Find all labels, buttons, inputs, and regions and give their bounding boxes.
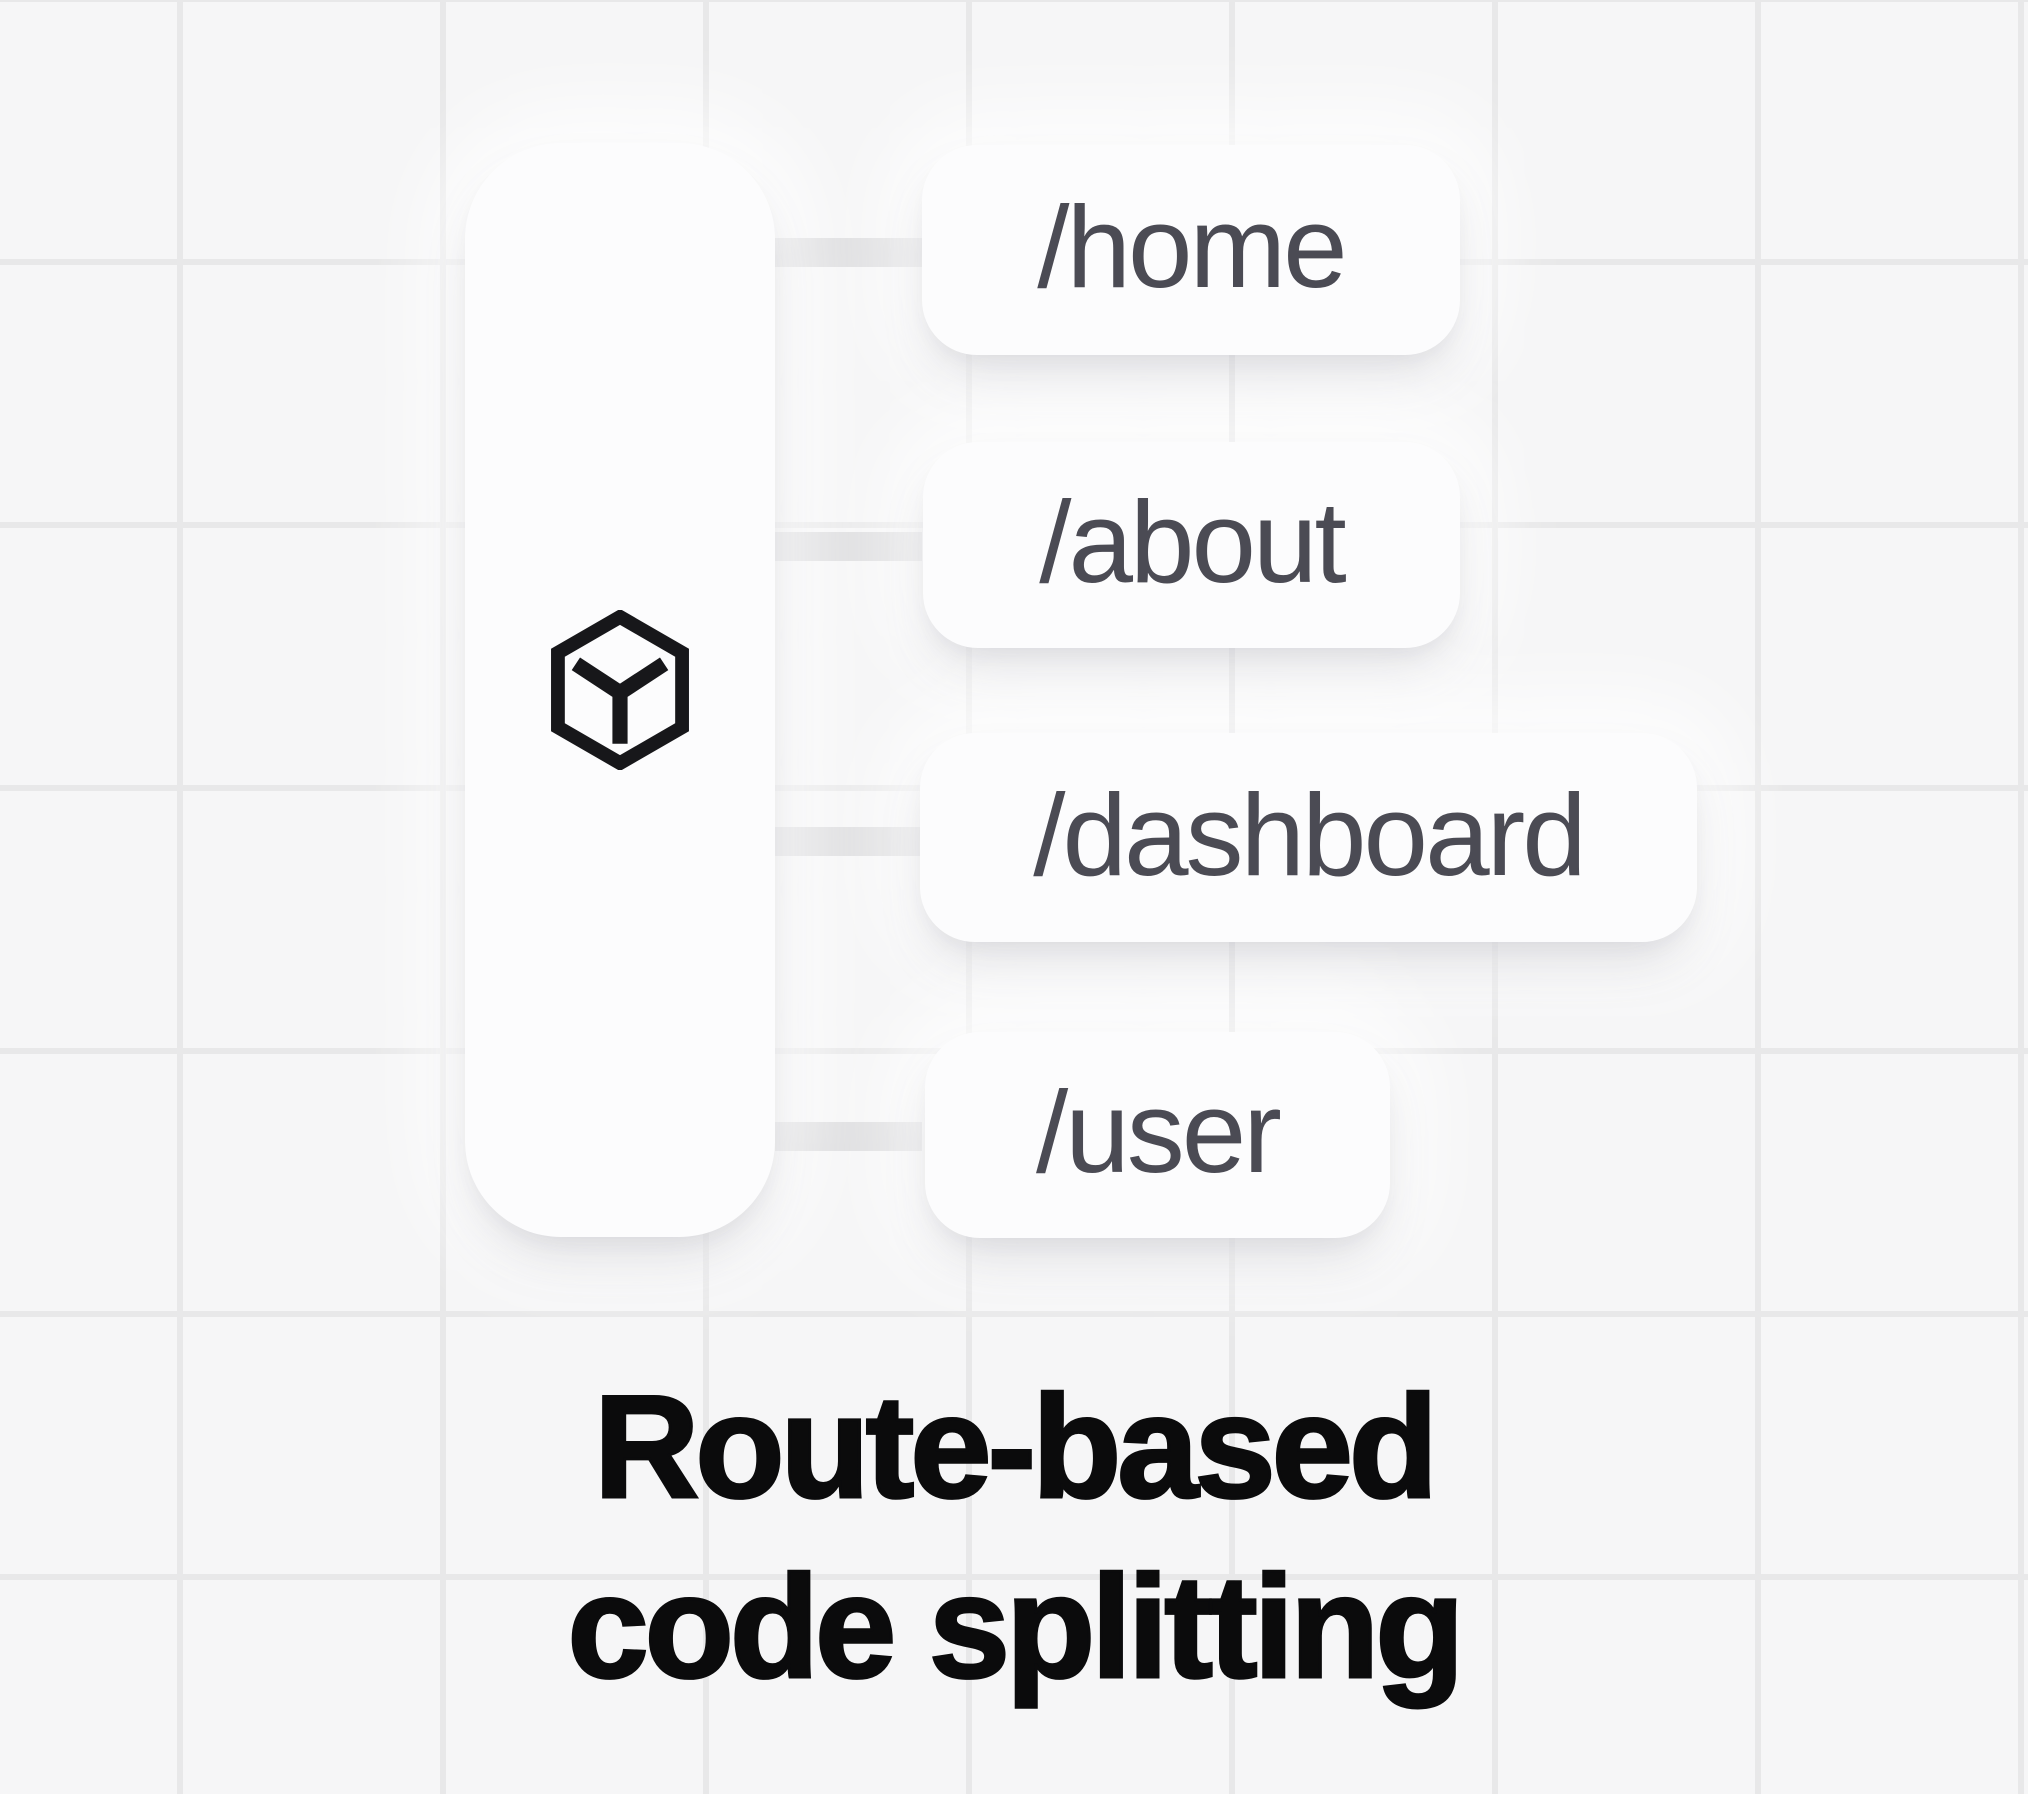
connector-dashboard-user [1229,940,1235,1036]
route-pill-user: /user [925,1032,1390,1238]
route-label: /about [1039,477,1347,607]
diagram-title: Route-based code splitting [0,1357,2028,1717]
bundle-node [465,143,775,1237]
route-label: /dashboard [1033,769,1586,900]
title-line-2: code splitting [566,1544,1466,1710]
connector-bundle-about [775,532,922,561]
route-pill-home: /home [922,145,1460,355]
connector-about-dashboard [1229,646,1235,738]
connector-bundle-home [775,238,922,267]
connector-bundle-user [775,1122,922,1151]
route-pill-dashboard: /dashboard [920,733,1697,942]
route-label: /user [1036,1067,1282,1197]
connector-bundle-dashboard [775,827,922,856]
route-label: /home [1037,182,1347,312]
connector-home-about [1229,353,1235,447]
cube-icon [551,610,689,770]
route-pill-about: /about [923,442,1460,648]
title-line-1: Route-based [592,1364,1439,1530]
